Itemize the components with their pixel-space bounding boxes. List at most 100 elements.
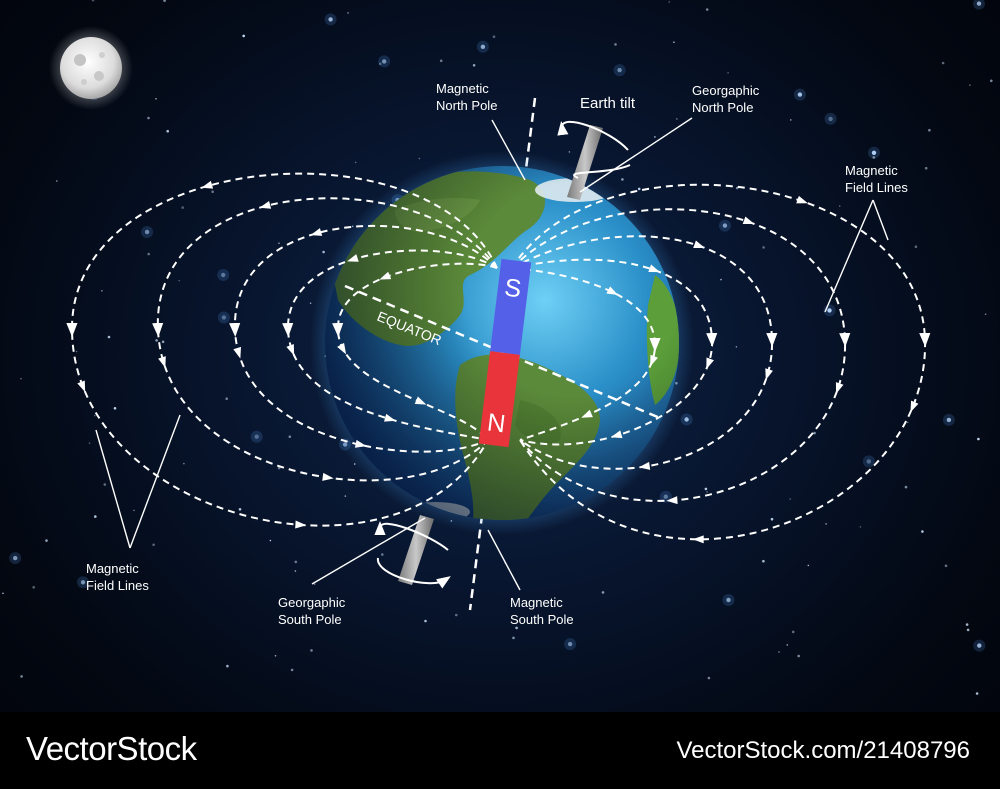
field-line <box>282 249 498 441</box>
star-glow <box>680 413 693 426</box>
earth-tilt-label: Earth tilt <box>580 95 636 112</box>
field-arrow-icon <box>337 342 347 355</box>
star <box>20 377 22 380</box>
star <box>155 339 158 342</box>
star <box>147 252 150 256</box>
field-arrow-icon <box>322 472 334 481</box>
star <box>568 151 571 153</box>
star-glow <box>141 226 154 238</box>
star <box>807 564 810 567</box>
star <box>492 35 496 38</box>
star <box>976 1 982 6</box>
field-arrow-icon <box>310 228 323 236</box>
star-glow <box>862 455 875 468</box>
magnet-south-label: S <box>503 274 523 304</box>
star <box>762 246 765 249</box>
star <box>704 487 708 491</box>
star-glow <box>77 576 89 589</box>
moon <box>49 26 133 110</box>
star <box>101 290 103 292</box>
field-arrow-icon <box>158 356 166 368</box>
field-arrow-icon <box>581 409 593 418</box>
star <box>163 0 166 2</box>
star <box>45 539 48 542</box>
star <box>322 250 325 254</box>
star-glow <box>973 0 985 10</box>
star <box>20 675 23 678</box>
geographic-south-pole-label: Georgaphic South Pole <box>278 595 346 627</box>
star <box>161 340 165 344</box>
field-arrow-icon <box>606 286 619 295</box>
star <box>786 644 789 646</box>
star <box>668 1 670 3</box>
star <box>103 483 107 486</box>
star-glow <box>564 638 577 651</box>
star <box>178 279 180 282</box>
magnet-south-half <box>490 258 532 355</box>
field-line <box>511 267 661 441</box>
geographic-north-axle <box>557 120 631 200</box>
star <box>181 206 184 209</box>
star <box>238 508 242 511</box>
star <box>88 442 91 444</box>
star <box>871 150 877 155</box>
star <box>921 530 924 533</box>
star <box>32 586 35 589</box>
star <box>313 583 316 585</box>
bar-magnet: S N <box>478 258 532 448</box>
star <box>418 157 421 160</box>
star <box>966 628 970 632</box>
geographic-north-pole-label: Georgaphic North Pole <box>692 83 760 115</box>
field-arrow-icon <box>638 461 651 470</box>
star <box>828 116 833 122</box>
star <box>673 41 675 43</box>
star <box>480 44 486 49</box>
star <box>56 180 58 182</box>
star <box>472 64 476 67</box>
star-glow <box>476 40 489 53</box>
star <box>455 613 458 617</box>
star <box>608 96 610 98</box>
star <box>790 119 792 121</box>
star <box>684 417 689 422</box>
star-glow <box>973 639 986 652</box>
star <box>107 335 111 339</box>
field-arrow-icon <box>286 343 295 356</box>
star <box>13 555 18 561</box>
star <box>631 102 634 104</box>
star <box>676 118 678 120</box>
star <box>382 59 387 64</box>
field-arrow-icon <box>384 413 396 422</box>
star <box>663 494 668 499</box>
field-arrow-icon <box>77 380 86 393</box>
field-arrow-icon <box>650 354 658 367</box>
star <box>601 591 605 594</box>
field-line <box>152 197 498 482</box>
star <box>278 242 280 244</box>
star <box>977 643 982 648</box>
field-arrow-icon <box>295 520 307 529</box>
magnetic-south-pole-label: Magnetic South Pole <box>510 595 574 627</box>
star-glow <box>824 112 837 125</box>
star <box>439 59 443 63</box>
star <box>614 43 617 46</box>
star <box>288 435 292 439</box>
star-glow <box>942 413 955 426</box>
field-arrow-icon <box>347 254 359 262</box>
star <box>720 278 722 281</box>
star <box>770 517 774 521</box>
field-line <box>511 258 718 446</box>
star <box>984 313 987 316</box>
star <box>113 407 117 410</box>
star <box>424 619 427 623</box>
star <box>914 245 918 248</box>
star <box>906 421 909 424</box>
star <box>859 526 862 528</box>
field-arrow-icon <box>648 264 660 273</box>
field-arrow-icon <box>610 430 623 439</box>
star <box>274 655 277 657</box>
star <box>147 116 150 120</box>
star <box>310 649 313 652</box>
star <box>75 350 78 353</box>
